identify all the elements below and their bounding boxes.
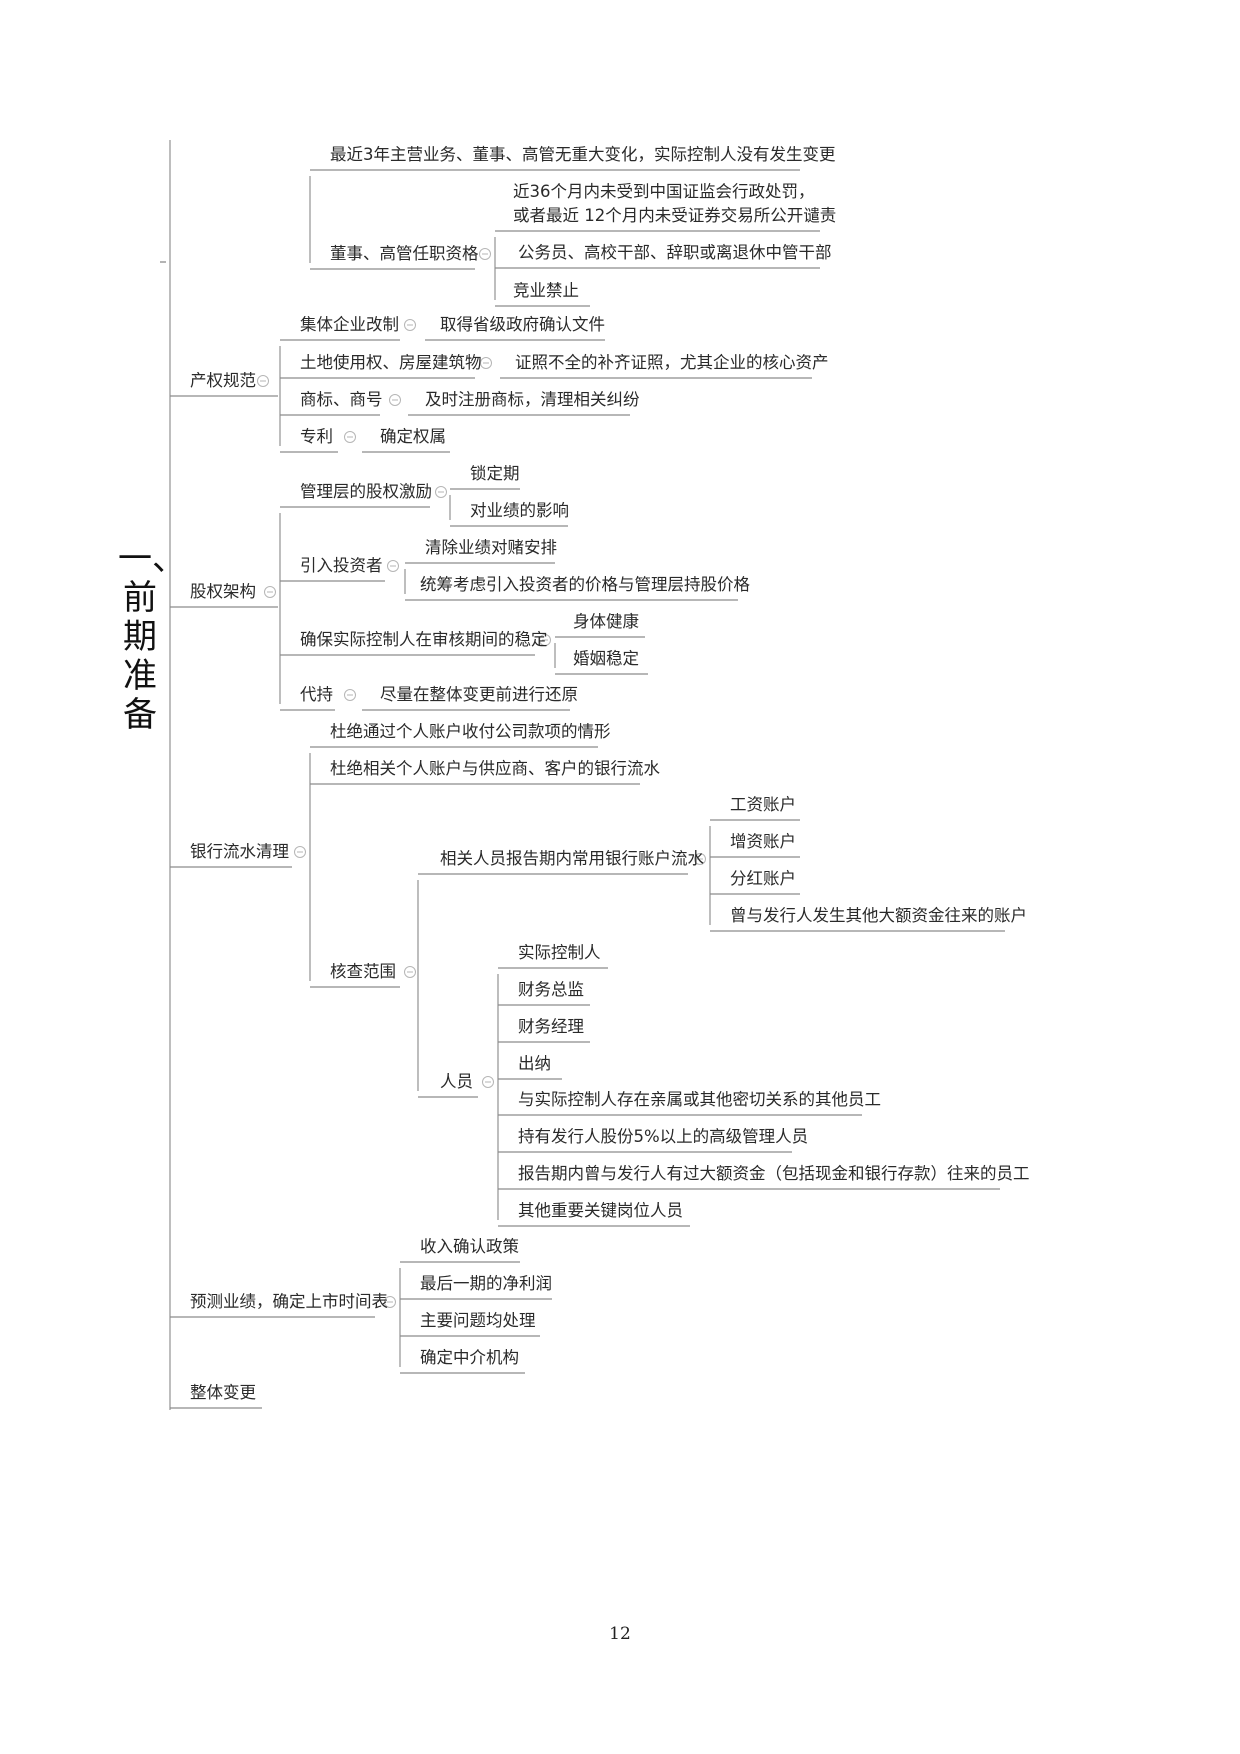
node-n-scope: 核查范围 — [330, 962, 396, 981]
node-n-p-7: 报告期内曾与发行人有过大额资金（包括现金和银行存款）往来的员工 — [518, 1164, 1030, 1183]
node-n-eq-3a: 身体健康 — [573, 612, 639, 631]
node-n-acc-1: 工资账户 — [730, 795, 796, 814]
node-n-main-change: 最近3年主营业务、董事、高管无重大变化，实际控制人没有发生变更 — [330, 145, 836, 164]
node-n-prop-3a: 及时注册商标，清理相关纠纷 — [425, 390, 640, 409]
node-n-acc-4: 曾与发行人发生其他大额资金往来的账户 — [730, 906, 1027, 925]
node-n-bank-2: 杜绝相关个人账户与供应商、客户的银行流水 — [330, 759, 661, 778]
node-n-acc-3: 分红账户 — [730, 869, 796, 888]
node-n-acc-2: 增资账户 — [730, 832, 796, 851]
node-n-qual-2: 公务员、高校干部、辞职或离退休中管干部 — [518, 243, 832, 262]
node-n-eq-1: 管理层的股权激励 — [300, 482, 432, 501]
collapse-toggle-icon[interactable] — [294, 846, 306, 858]
node-n-person: 人员 — [440, 1072, 473, 1091]
node-n-eq-2: 引入投资者 — [300, 556, 383, 575]
node-n-qual: 董事、高管任职资格 — [330, 244, 479, 263]
node-n-p-6: 持有发行人股份5%以上的高级管理人员 — [518, 1127, 808, 1146]
node-n-prop-3: 商标、商号 — [300, 390, 383, 409]
collapse-toggle-icon[interactable] — [539, 634, 551, 646]
collapse-toggle-icon[interactable] — [384, 1296, 396, 1308]
node-n-prop: 产权规范 — [190, 371, 256, 390]
node-n-prop-4a: 确定权属 — [380, 427, 446, 446]
node-n-fc-1: 收入确认政策 — [420, 1237, 519, 1256]
node-n-bank-1: 杜绝通过个人账户收付公司款项的情形 — [330, 722, 611, 741]
node-n-prop-1a: 取得省级政府确认文件 — [440, 315, 605, 334]
collapse-toggle-icon[interactable] — [694, 853, 706, 865]
node-n-p-5: 与实际控制人存在亲属或其他密切关系的其他员工 — [518, 1090, 881, 1109]
node-n-fc-4: 确定中介机构 — [420, 1348, 519, 1367]
node-n-qual-1a: 近36个月内未受到中国证监会行政处罚， — [513, 182, 815, 201]
node-n-eq: 股权架构 — [190, 582, 256, 601]
node-n-prop-1: 集体企业改制 — [300, 315, 399, 334]
node-n-p-4: 出纳 — [518, 1054, 551, 1073]
collapse-toggle-icon[interactable] — [264, 586, 276, 598]
collapse-toggle-icon[interactable] — [344, 431, 356, 443]
node-n-bank: 银行流水清理 — [190, 842, 289, 861]
page-number: 12 — [609, 1624, 631, 1644]
node-n-fc-3: 主要问题均处理 — [420, 1311, 536, 1330]
node-n-prop-4: 专利 — [300, 427, 333, 446]
node-n-qual-1b: 或者最近 12个月内未受证券交易所公开谴责 — [513, 206, 836, 225]
node-underlines — [160, 169, 1005, 1409]
collapse-toggle-icon[interactable] — [387, 560, 399, 572]
node-n-eq-2a: 清除业绩对赌安排 — [425, 538, 557, 557]
node-n-qual-3: 竞业禁止 — [513, 281, 579, 300]
collapse-toggle-icon[interactable] — [389, 394, 401, 406]
node-n-eq-1b: 对业绩的影响 — [470, 501, 569, 520]
collapse-toggle-icon[interactable] — [344, 689, 356, 701]
node-n-p-8: 其他重要关键岗位人员 — [518, 1201, 683, 1220]
node-n-p-1: 实际控制人 — [518, 943, 601, 962]
collapse-toggle-icon[interactable] — [257, 375, 269, 387]
node-n-eq-2b: 统筹考虑引入投资者的价格与管理层持股价格 — [420, 575, 751, 594]
node-n-fc: 预测业绩，确定上市时间表 — [190, 1292, 388, 1311]
node-n-scope-1: 相关人员报告期内常用银行账户流水 — [440, 849, 705, 868]
node-n-prop-2: 土地使用权、房屋建筑物 — [300, 353, 482, 372]
node-n-overall: 整体变更 — [190, 1383, 256, 1402]
collapse-toggle-icon[interactable] — [480, 357, 492, 369]
node-n-eq-4a: 尽量在整体变更前进行还原 — [380, 685, 578, 704]
collapse-toggle-icon[interactable] — [482, 1076, 494, 1088]
node-n-eq-3: 确保实际控制人在审核期间的稳定 — [300, 630, 548, 649]
collapse-toggle-icon[interactable] — [435, 486, 447, 498]
toggle-icons — [257, 248, 706, 1308]
node-n-fc-2: 最后一期的净利润 — [420, 1274, 552, 1293]
node-n-eq-1a: 锁定期 — [470, 464, 520, 483]
collapse-toggle-icon[interactable] — [404, 319, 416, 331]
node-labels: 最近3年主营业务、董事、高管无重大变化，实际控制人没有发生变更董事、高管任职资格… — [190, 145, 1030, 1402]
node-n-prop-2a: 证照不全的补齐证照，尤其企业的核心资产 — [515, 353, 829, 372]
node-n-eq-3b: 婚姻稳定 — [573, 649, 639, 668]
node-n-p-2: 财务总监 — [518, 980, 584, 999]
collapse-toggle-icon[interactable] — [479, 248, 491, 260]
collapse-toggle-icon[interactable] — [404, 966, 416, 978]
node-n-p-3: 财务经理 — [518, 1017, 584, 1036]
node-n-eq-4: 代持 — [300, 685, 333, 704]
